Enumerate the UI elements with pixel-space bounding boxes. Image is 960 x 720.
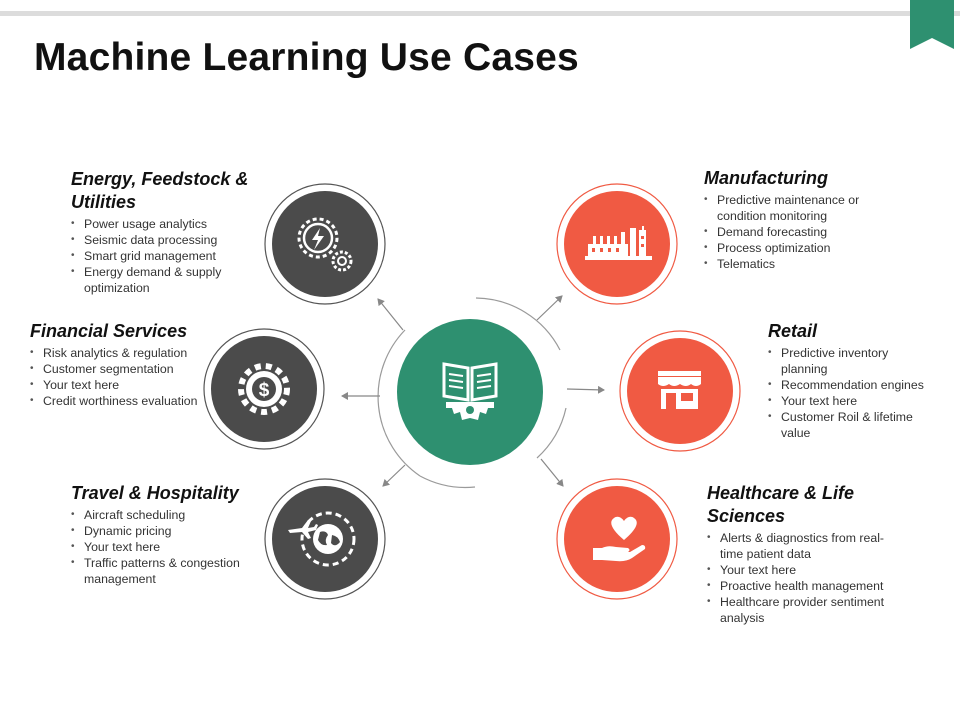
travel-heading: Travel & Hospitality — [71, 483, 239, 503]
list-item: Telematics — [704, 256, 884, 272]
list-item: Your text here — [71, 539, 266, 555]
arrow-to-manufacturing — [536, 295, 563, 321]
list-item: Predictive inventory planning — [768, 345, 933, 377]
list-item: Smart grid management — [71, 248, 266, 264]
list-item: Your text here — [30, 377, 205, 393]
energy-section: Energy, Feedstock & Utilities Power usag… — [71, 168, 266, 296]
travel-section: Travel & Hospitality Aircraft scheduling… — [71, 482, 266, 587]
energy-list: Power usage analytics Seismic data proce… — [71, 216, 266, 296]
healthcare-section: Healthcare & Life Sciences Alerts & diag… — [707, 482, 907, 626]
financial-node: $ — [203, 328, 325, 450]
gears-lightning-icon — [297, 217, 353, 272]
list-item: Recommendation engines — [768, 377, 933, 393]
healthcare-heading: Healthcare & Life Sciences — [707, 483, 855, 526]
financial-list: Risk analytics & regulation Customer seg… — [30, 345, 205, 409]
list-item: Dynamic pricing — [71, 523, 266, 539]
arrow-to-retail — [566, 385, 605, 394]
financial-heading: Financial Services — [30, 321, 188, 341]
list-item: Risk analytics & regulation — [30, 345, 205, 361]
hand-heart-icon — [593, 516, 646, 562]
list-item: Process optimization — [704, 240, 884, 256]
healthcare-list: Alerts & diagnostics from real-time pati… — [707, 530, 907, 626]
factory-icon — [585, 226, 652, 260]
arrow-to-travel — [382, 464, 406, 487]
svg-text:$: $ — [259, 380, 270, 401]
connector-arrows — [341, 295, 605, 487]
manufacturing-heading: Manufacturing — [704, 168, 828, 188]
manufacturing-list: Predictive maintenance or condition moni… — [704, 192, 884, 272]
airplane-globe-icon — [288, 511, 356, 567]
list-item: Predictive maintenance or condition moni… — [704, 192, 884, 224]
manufacturing-node — [556, 183, 678, 305]
list-item: Customer segmentation — [30, 361, 205, 377]
list-item: Alerts & diagnostics from real-time pati… — [707, 530, 907, 562]
list-item: Credit worthiness evaluation — [30, 393, 205, 409]
list-item: Proactive health management — [707, 578, 907, 594]
manufacturing-section: Manufacturing Predictive maintenance or … — [704, 167, 884, 272]
retail-list: Predictive inventory planning Recommenda… — [768, 345, 933, 441]
list-item: Aircraft scheduling — [71, 507, 266, 523]
center-node — [397, 319, 543, 465]
dollar-gear-icon: $ — [238, 363, 290, 415]
page-title: Machine Learning Use Cases — [34, 36, 579, 79]
list-item: Power usage analytics — [71, 216, 266, 232]
storefront-icon — [658, 371, 701, 409]
list-item: Your text here — [768, 393, 933, 409]
list-item: Healthcare provider sentiment analysis — [707, 594, 907, 626]
energy-heading: Energy, Feedstock & Utilities — [71, 169, 249, 212]
book-gear-icon — [442, 362, 498, 420]
retail-node — [619, 330, 741, 452]
list-item: Customer Roil & lifetime value — [768, 409, 933, 441]
list-item: Seismic data processing — [71, 232, 266, 248]
top-divider-line — [0, 11, 960, 16]
travel-node — [264, 478, 386, 600]
financial-section: Financial Services Risk analytics & regu… — [30, 320, 205, 409]
retail-heading: Retail — [768, 321, 818, 341]
travel-list: Aircraft scheduling Dynamic pricing Your… — [71, 507, 266, 587]
bookmark-ribbon-icon — [910, 0, 954, 49]
retail-section: Retail Predictive inventory planning Rec… — [768, 320, 933, 441]
center-ring — [377, 297, 567, 489]
list-item: Traffic patterns & congestion management — [71, 555, 266, 587]
arrow-to-energy — [377, 298, 404, 331]
arrow-to-healthcare — [540, 458, 564, 487]
list-item: Your text here — [707, 562, 907, 578]
energy-node — [264, 183, 386, 305]
list-item: Demand forecasting — [704, 224, 884, 240]
list-item: Energy demand & supply optimization — [71, 264, 266, 296]
healthcare-node — [556, 478, 678, 600]
